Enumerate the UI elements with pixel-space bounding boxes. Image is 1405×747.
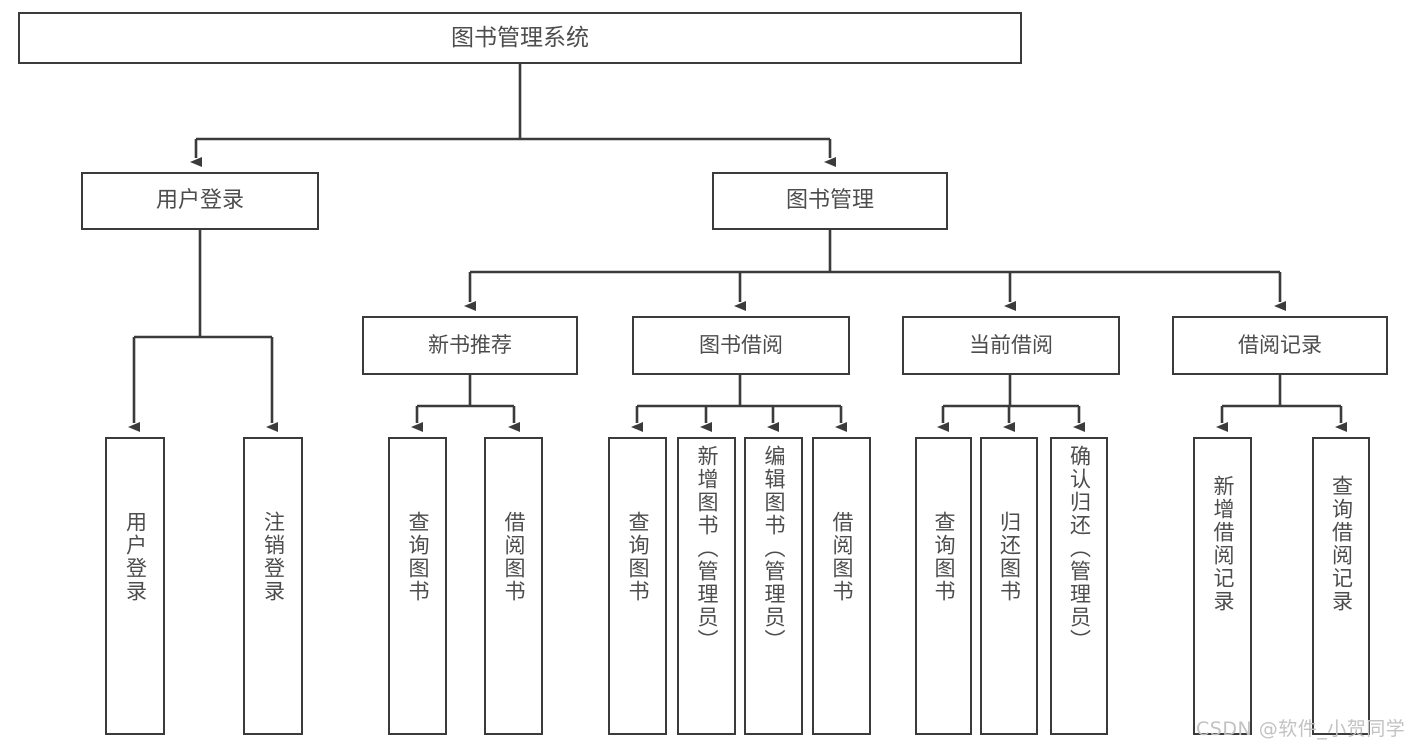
node-borrow-record[interactable]: 借阅记录 xyxy=(1172,316,1388,375)
node-leaf-query-record[interactable]: 查询借阅记录 xyxy=(1312,437,1370,735)
node-leaf-return-book[interactable]: 归还图书 xyxy=(980,437,1038,735)
node-book-borrow-label: 图书借阅 xyxy=(699,332,783,357)
node-book-manage[interactable]: 图书管理 xyxy=(712,172,948,230)
node-leaf-query-book-2[interactable]: 查询图书 xyxy=(608,437,667,735)
node-leaf-add-record-label: 新增借阅记录 xyxy=(1211,475,1235,613)
node-new-book-recommend-label: 新书推荐 xyxy=(428,332,512,357)
node-leaf-confirm-return[interactable]: 确认归还（管理员） xyxy=(1050,437,1108,735)
node-leaf-add-record[interactable]: 新增借阅记录 xyxy=(1193,437,1252,735)
node-leaf-query-book-1-label: 查询图书 xyxy=(406,511,430,603)
node-leaf-query-record-label: 查询借阅记录 xyxy=(1329,475,1354,613)
node-book-borrow[interactable]: 图书借阅 xyxy=(632,316,850,375)
node-leaf-borrow-book-2[interactable]: 借阅图书 xyxy=(812,437,871,735)
node-leaf-borrow-book-1-label: 借阅图书 xyxy=(502,511,526,603)
node-leaf-user-login-label: 用户登录 xyxy=(123,511,148,603)
node-current-borrow-label: 当前借阅 xyxy=(969,332,1053,357)
node-leaf-borrow-book-1[interactable]: 借阅图书 xyxy=(484,437,543,735)
node-leaf-query-book-3-label: 查询图书 xyxy=(932,511,956,603)
node-leaf-query-book-3[interactable]: 查询图书 xyxy=(915,437,972,735)
node-leaf-borrow-book-2-label: 借阅图书 xyxy=(830,511,854,603)
watermark-text: CSDN @软件_小贺同学 xyxy=(1196,718,1405,740)
node-leaf-query-book-2-label: 查询图书 xyxy=(626,511,650,603)
node-current-borrow[interactable]: 当前借阅 xyxy=(902,316,1120,375)
node-leaf-edit-book[interactable]: 编辑图书（管理员） xyxy=(744,437,803,735)
node-leaf-query-book-1[interactable]: 查询图书 xyxy=(388,437,447,735)
node-leaf-add-book-label: 新增图书（管理员） xyxy=(695,445,719,652)
node-user-login[interactable]: 用户登录 xyxy=(81,172,319,230)
node-leaf-logout[interactable]: 注销登录 xyxy=(243,437,303,735)
node-leaf-add-book[interactable]: 新增图书（管理员） xyxy=(677,437,736,735)
node-leaf-logout-label: 注销登录 xyxy=(261,511,286,603)
node-root-label: 图书管理系统 xyxy=(451,24,589,51)
node-new-book-recommend[interactable]: 新书推荐 xyxy=(362,316,578,375)
node-root[interactable]: 图书管理系统 xyxy=(18,12,1022,64)
node-leaf-user-login[interactable]: 用户登录 xyxy=(105,437,165,735)
node-leaf-return-book-label: 归还图书 xyxy=(997,511,1022,603)
node-book-manage-label: 图书管理 xyxy=(785,188,874,214)
node-user-login-label: 用户登录 xyxy=(155,188,244,214)
node-leaf-edit-book-label: 编辑图书（管理员） xyxy=(762,445,786,652)
node-borrow-record-label: 借阅记录 xyxy=(1238,332,1322,357)
node-leaf-confirm-return-label: 确认归还（管理员） xyxy=(1067,445,1092,652)
